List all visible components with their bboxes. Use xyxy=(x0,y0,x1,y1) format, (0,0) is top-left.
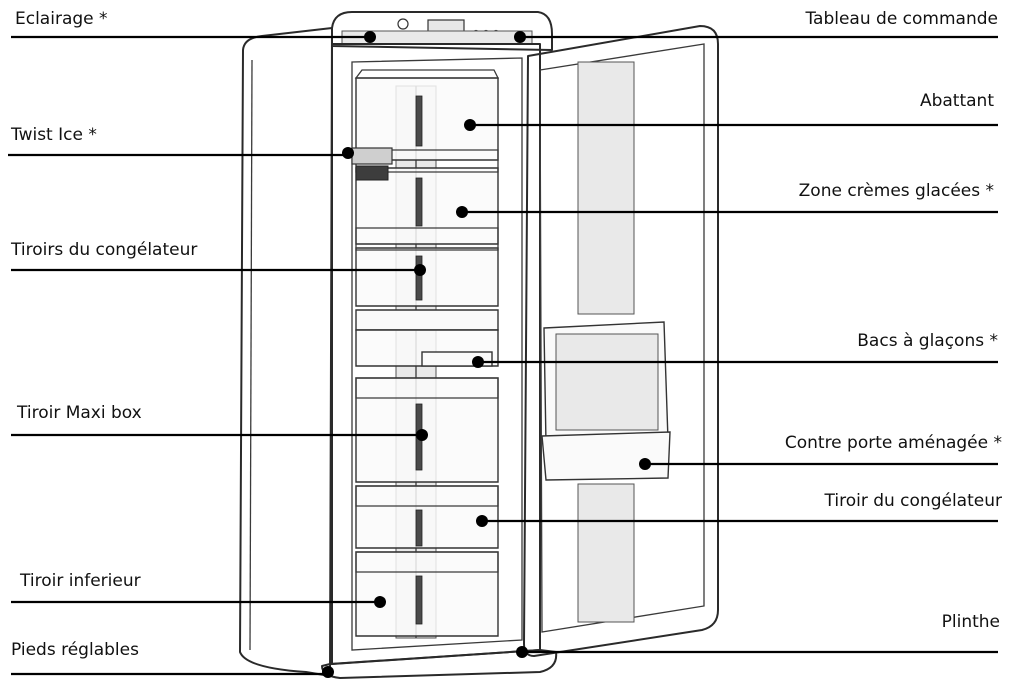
drawer-maxi-box xyxy=(356,378,498,482)
power-knob-icon xyxy=(398,19,408,29)
drawer-1 xyxy=(356,70,498,160)
callout-dot xyxy=(364,31,376,43)
label-abattant: Abattant xyxy=(920,91,994,111)
leader-lines xyxy=(8,31,998,678)
label-twist-ice: Twist Ice * xyxy=(10,125,97,145)
door-lower-panel xyxy=(578,484,634,622)
callout-dot xyxy=(374,596,386,608)
label-plinthe: Plinthe xyxy=(942,612,1000,632)
twist-ice-unit xyxy=(352,148,392,180)
label-eclairage: Eclairage * xyxy=(15,9,108,29)
cabinet-side-panel xyxy=(240,28,332,676)
labels: Eclairage * Tableau de commande Abattant… xyxy=(10,9,1002,660)
label-contre-porte-amenagee: Contre porte aménagée * xyxy=(785,433,1002,453)
label-bacs-a-glacons: Bacs à glaçons * xyxy=(857,331,998,351)
label-tiroirs-du-congelateur: Tiroirs du congélateur xyxy=(10,240,197,260)
callout-dot xyxy=(456,206,468,218)
door-upper-panel xyxy=(578,62,634,314)
label-tiroir-inferieur: Tiroir inferieur xyxy=(19,571,141,591)
label-pieds-reglables: Pieds réglables xyxy=(11,640,139,660)
callout-dot xyxy=(516,646,528,658)
freezer-illustration xyxy=(240,12,718,678)
callout-dot xyxy=(464,119,476,131)
callout-dot xyxy=(416,429,428,441)
callout-dot xyxy=(322,666,334,678)
label-tableau-de-commande: Tableau de commande xyxy=(804,9,998,29)
callout-dot xyxy=(342,147,354,159)
label-tiroir-du-congelateur: Tiroir du congélateur xyxy=(824,491,1003,511)
callout-dot xyxy=(472,356,484,368)
callout-dot xyxy=(476,515,488,527)
drawer-5 xyxy=(356,486,498,548)
callout-dot xyxy=(414,264,426,276)
drawer-bottom xyxy=(356,552,498,636)
callout-dot xyxy=(639,458,651,470)
label-zone-cremes-glacees: Zone crèmes glacées * xyxy=(799,181,994,201)
label-tiroir-maxi-box: Tiroir Maxi box xyxy=(16,403,142,423)
door-rack xyxy=(542,322,670,480)
callout-dot xyxy=(514,31,526,43)
